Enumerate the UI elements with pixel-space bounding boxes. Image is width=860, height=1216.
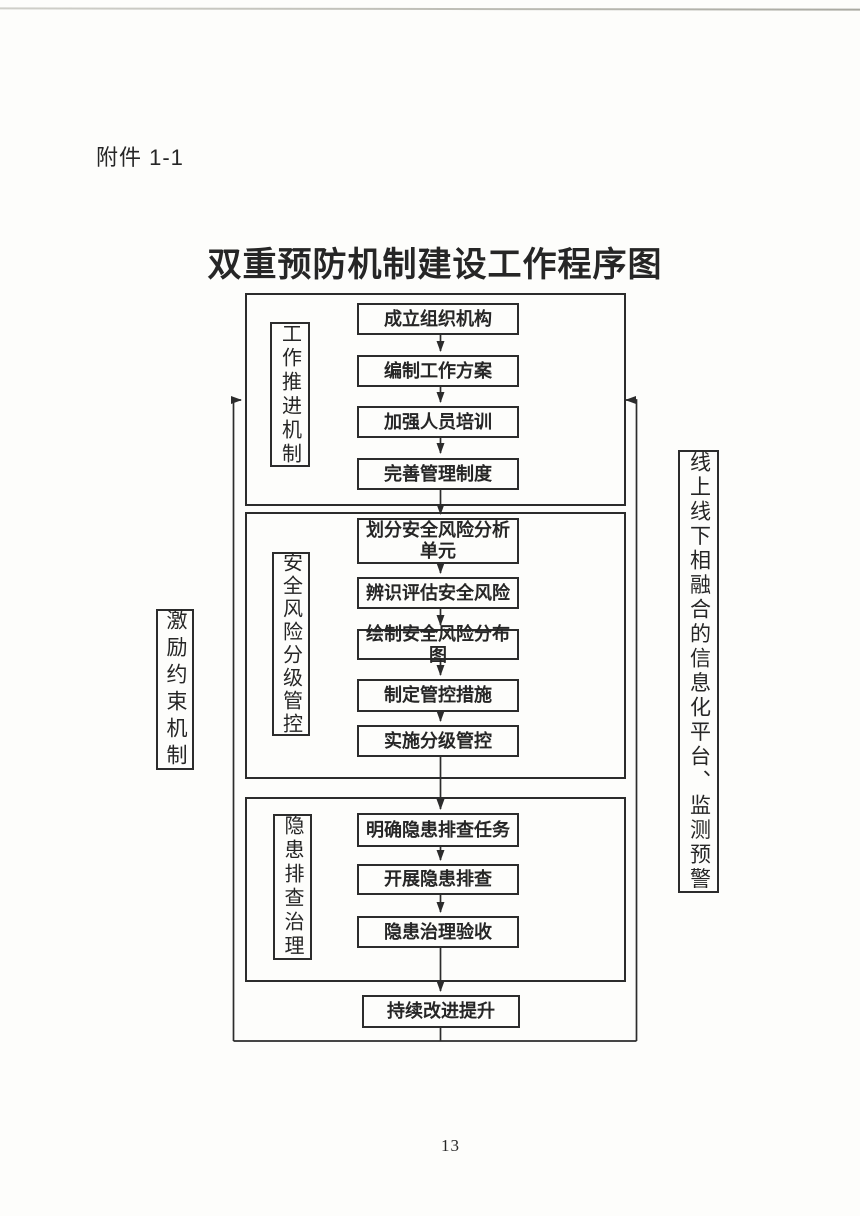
section-label-risk-control: 安全风险分级管控: [272, 552, 310, 736]
side-label-online-offline-platform: 线上线下相融合的信息化平台、监测预警: [678, 450, 719, 893]
step-hazard-treatment-acceptance: 隐患治理验收: [357, 916, 519, 948]
step-draw-risk-distribution-map: 绘制安全风险分布图: [357, 624, 519, 665]
step-clarify-hazard-inspection-tasks: 明确隐患排查任务: [357, 813, 519, 847]
section-label-work-promotion: 工作推进机制: [270, 322, 310, 467]
page-title: 双重预防机制建设工作程序图: [207, 247, 663, 284]
step-establish-organization: 成立组织机构: [357, 303, 519, 335]
step-divide-risk-analysis-units: 划分安全风险分析单元: [357, 518, 519, 564]
attachment-label: 附件 1-1: [96, 145, 184, 170]
section-box-hazard-management: [245, 797, 626, 982]
step-continuous-improvement: 持续改进提升: [362, 995, 520, 1028]
step-strengthen-personnel-training: 加强人员培训: [357, 406, 519, 438]
step-implement-graded-control: 实施分级管控: [357, 725, 519, 757]
page-number: 13: [441, 1136, 460, 1155]
step-improve-management-system: 完善管理制度: [357, 458, 519, 490]
scan-artifact-line: [0, 7, 860, 11]
section-box-risk-control: [245, 512, 626, 779]
section-label-hazard-management: 隐患排查治理: [273, 814, 312, 960]
step-conduct-hazard-inspection: 开展隐患排查: [357, 864, 519, 895]
step-formulate-control-measures: 制定管控措施: [357, 679, 519, 712]
side-label-incentive-constraint: 激励约束机制: [156, 609, 194, 771]
step-compile-work-plan: 编制工作方案: [357, 355, 519, 387]
step-identify-assess-risks: 辨识评估安全风险: [357, 577, 519, 609]
